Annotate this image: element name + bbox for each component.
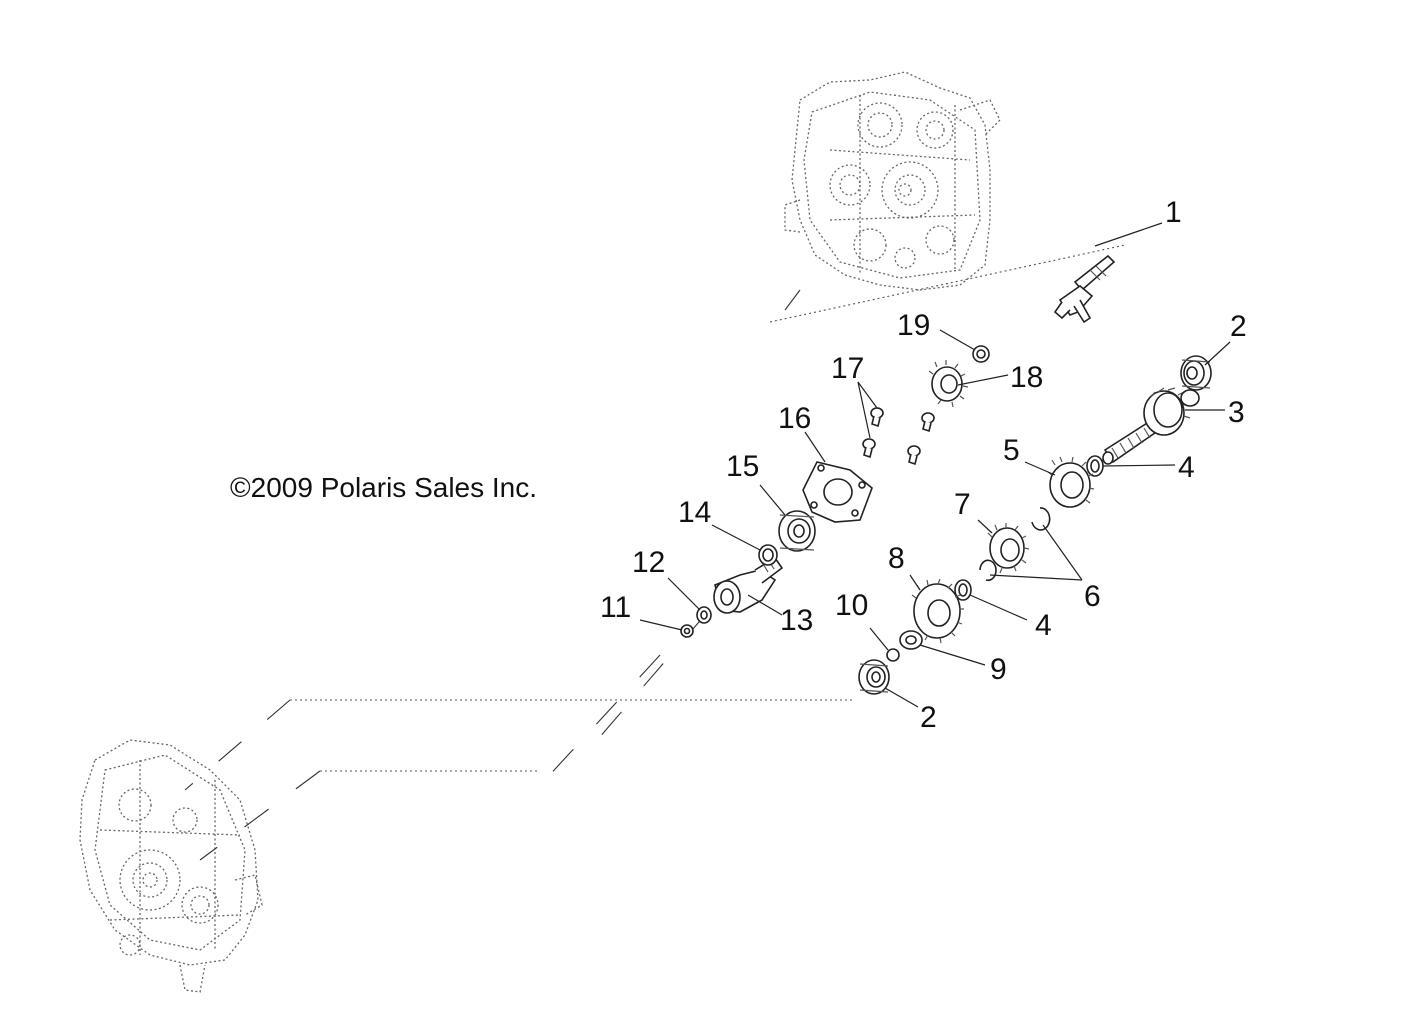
part-9-washer — [899, 630, 923, 650]
callout-11: 11 — [600, 591, 631, 624]
part-3-gear-shaft — [1102, 387, 1200, 465]
callout-17: 17 — [831, 352, 864, 385]
part-18-gear — [928, 360, 969, 408]
part-2-bearing-lower — [858, 659, 890, 695]
callout-5: 5 — [1003, 434, 1020, 467]
callout-7: 7 — [954, 488, 971, 521]
callout-3: 3 — [1228, 396, 1245, 429]
callout-10: 10 — [835, 589, 868, 622]
part-17-bolts — [862, 407, 935, 466]
callout-19: 19 — [897, 309, 930, 342]
leader-lines — [639, 222, 1231, 708]
part-12-washer — [696, 606, 712, 624]
part-14-seal — [758, 544, 778, 566]
part-13-output-shaft — [713, 556, 784, 614]
part-5-gear — [1047, 456, 1095, 508]
callout-labels: 1 2 3 4 5 6 7 8 4 9 10 2 11 12 13 14 15 … — [600, 196, 1247, 734]
callout-4-upper: 4 — [1178, 451, 1195, 484]
callout-16: 16 — [778, 402, 811, 435]
copyright-symbol: © — [230, 472, 251, 503]
part-1-shift-shaft — [1053, 254, 1116, 324]
callout-2-upper: 2 — [1230, 310, 1247, 343]
callout-8: 8 — [888, 542, 905, 575]
copyright-notice: ©2009 Polaris Sales Inc. — [230, 472, 537, 504]
callout-18: 18 — [1010, 361, 1043, 394]
callout-15: 15 — [726, 450, 759, 483]
upper-case-illustration — [784, 71, 1001, 291]
callout-12: 12 — [632, 546, 665, 579]
part-15-bearing — [778, 510, 816, 552]
copyright-text: 2009 Polaris Sales Inc. — [250, 472, 538, 503]
callout-1: 1 — [1165, 196, 1182, 229]
part-4-bearing-upper — [1086, 455, 1104, 477]
lower-case-illustration — [79, 739, 263, 993]
callout-9: 9 — [990, 653, 1007, 686]
part-16-retainer-plate — [802, 461, 873, 523]
part-7-gear — [987, 523, 1030, 574]
part-19-ring — [972, 345, 990, 363]
part-10-ring — [886, 648, 900, 662]
part-2-bearing-upper — [1180, 355, 1212, 391]
callout-4-lower: 4 — [1035, 609, 1052, 642]
alignment-guides — [184, 244, 1126, 861]
part-11-nut — [680, 624, 694, 638]
callout-14: 14 — [678, 496, 711, 529]
callout-13: 13 — [780, 604, 813, 637]
callout-2-lower: 2 — [920, 701, 937, 734]
callout-6: 6 — [1084, 580, 1101, 613]
part-8-gear — [911, 578, 964, 644]
